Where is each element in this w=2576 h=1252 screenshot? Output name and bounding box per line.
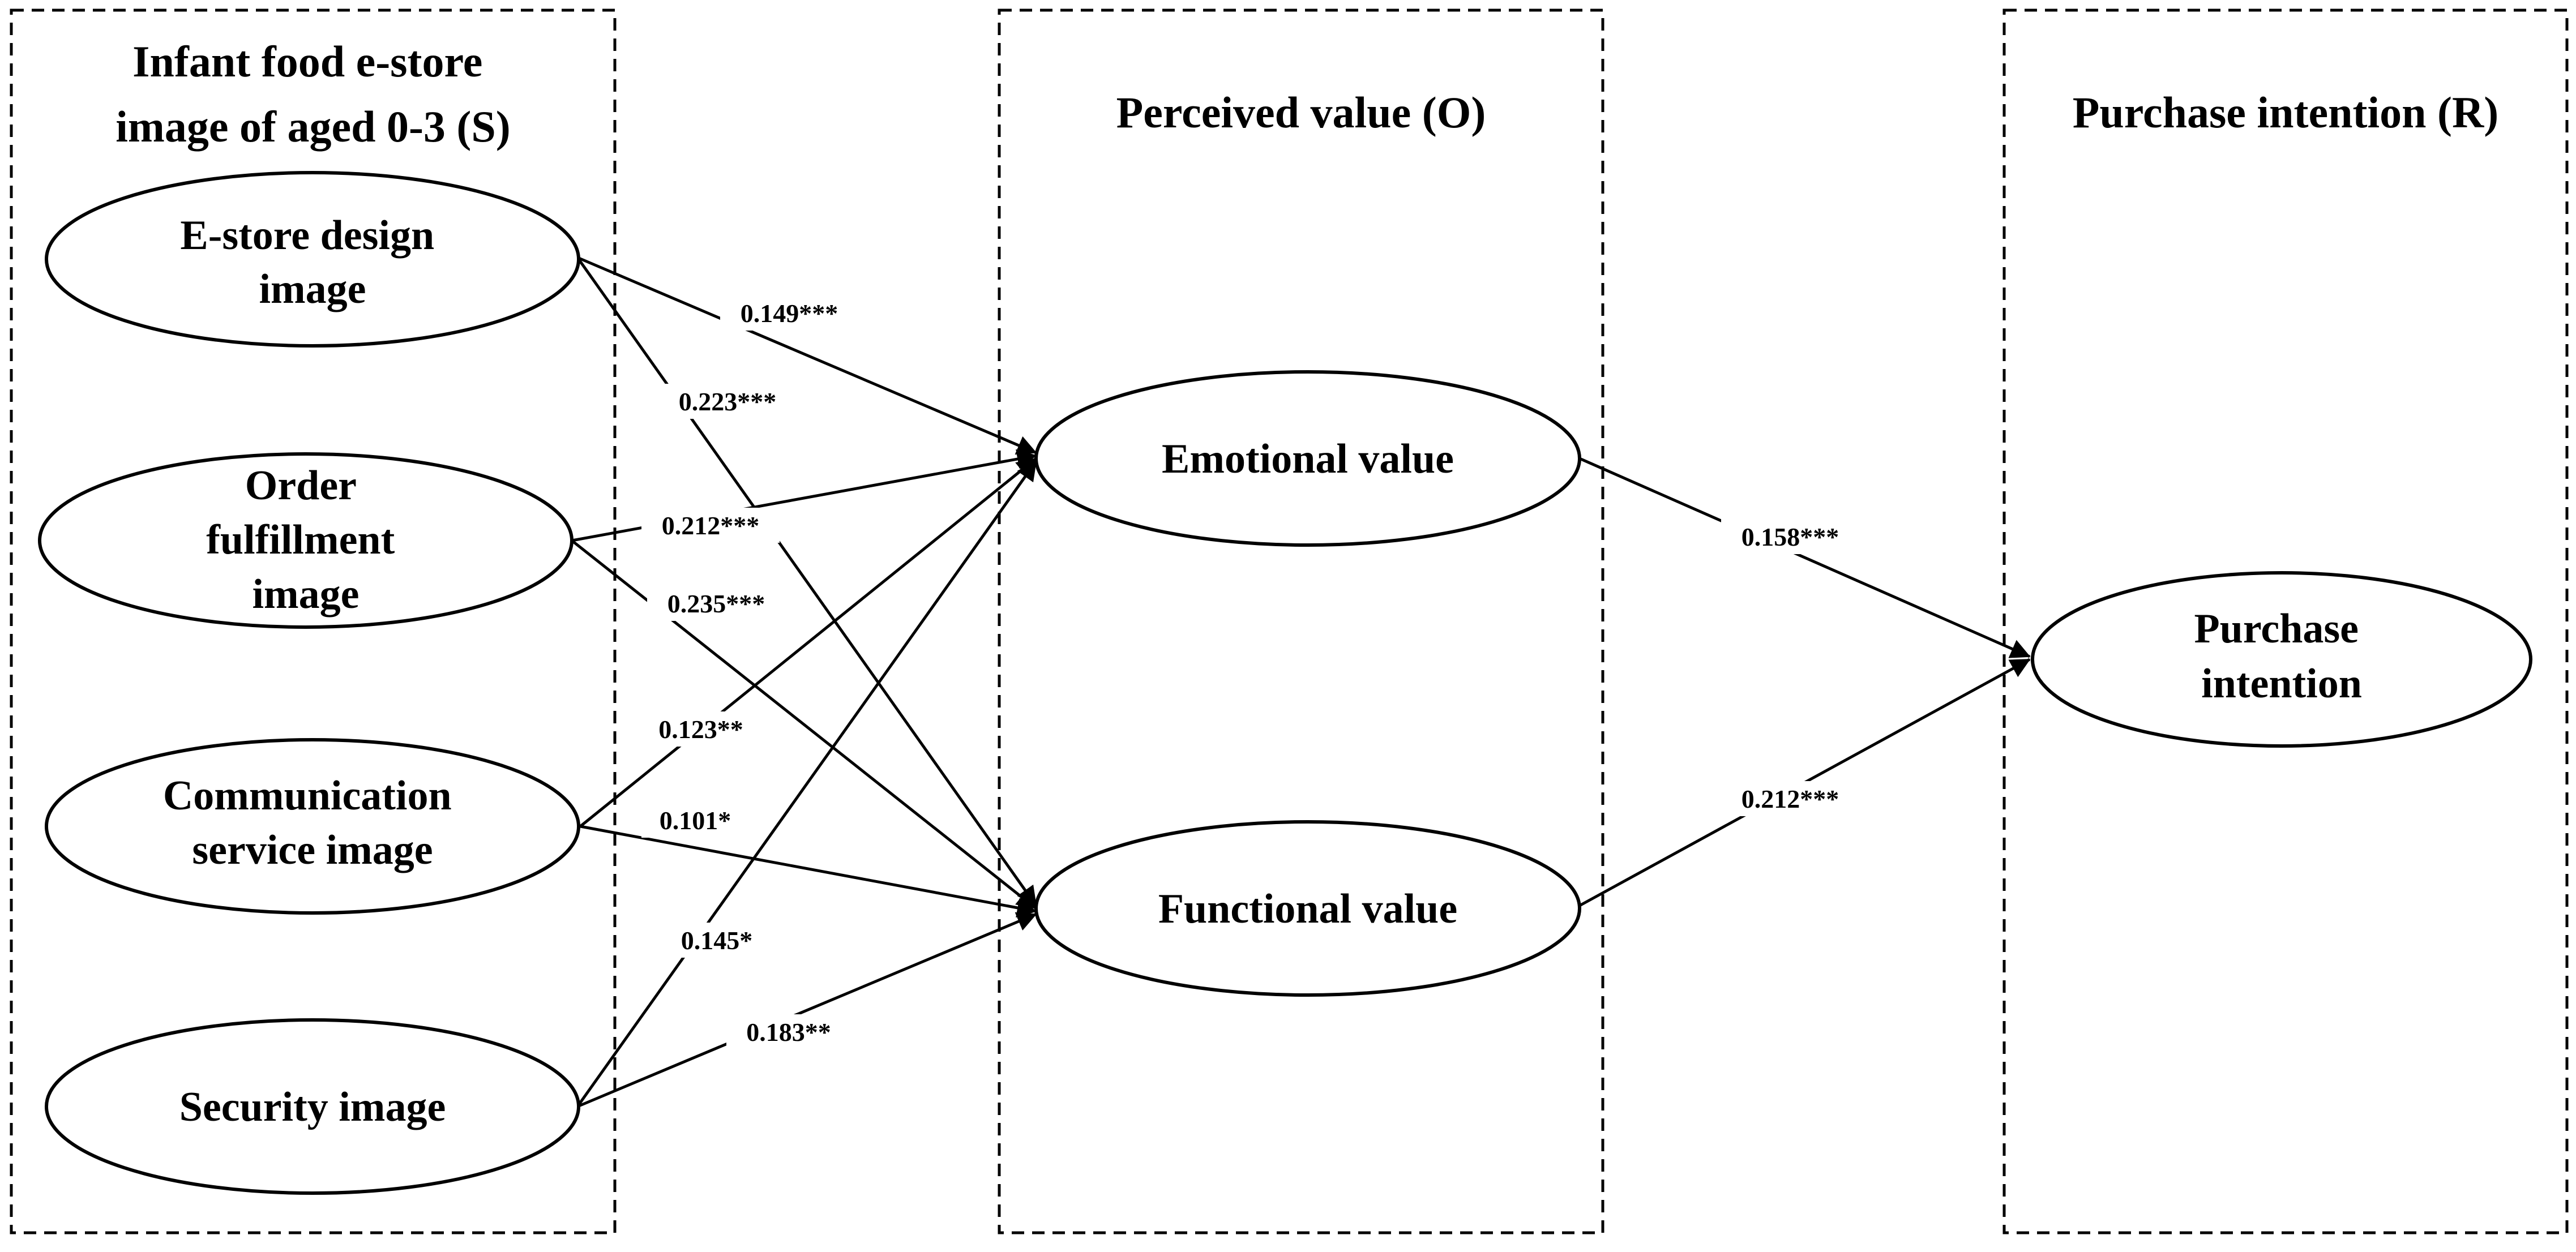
node-security-label: Security image xyxy=(179,1084,446,1130)
node-purchase-label-line-2: intention xyxy=(2201,661,2362,707)
coef-text-emotional-to-purchase: 0.158*** xyxy=(1741,522,1839,551)
coef-label-emotional-to-purchase: 0.158*** xyxy=(1721,519,1859,554)
node-functional-label: Functional value xyxy=(1158,886,1457,932)
node-fulfillment-label-line-3: image xyxy=(252,571,359,618)
path-communication-to-functional xyxy=(580,825,1037,918)
coef-text-security-to-emotional: 0.145* xyxy=(681,926,753,955)
path-security-to-emotional xyxy=(576,460,1038,1108)
group-title-stimulus-line-1: Infant food e-store xyxy=(132,37,482,86)
node-fulfillment-ellipse xyxy=(38,452,574,629)
path-design-to-functional xyxy=(576,256,1038,907)
node-functional-label-line-1: Functional value xyxy=(1158,886,1457,932)
node-communication: Communication service image xyxy=(45,738,580,915)
coef-text-communication-to-emotional: 0.123** xyxy=(658,715,743,744)
node-design-label: E-store design image xyxy=(180,212,444,312)
coef-text-fulfillment-to-emotional: 0.212*** xyxy=(662,511,760,540)
node-purchase-ellipse xyxy=(2031,571,2532,748)
node-purchase-label: Purchase intention xyxy=(2194,606,2369,707)
group-title-stimulus-line-2: image of aged 0-3 (S) xyxy=(115,102,511,151)
node-security-label-line-1: Security image xyxy=(179,1084,446,1130)
node-emotional-ellipse xyxy=(1034,370,1581,547)
node-emotional-label-line-1: Emotional value xyxy=(1162,436,1454,482)
node-design: E-store design image xyxy=(45,171,580,348)
node-design-ellipse xyxy=(45,171,580,348)
node-functional: Functional value xyxy=(1034,820,1581,997)
group-title-stimulus: Infant food e-store image of aged 0-3 (S… xyxy=(115,37,511,151)
node-communication-label: Communication service image xyxy=(163,773,462,873)
coef-label-security-to-emotional: 0.145* xyxy=(661,923,772,958)
node-communication-ellipse xyxy=(45,738,580,915)
node-purchase-label-line-1: Purchase xyxy=(2194,606,2359,652)
node-emotional-label: Emotional value xyxy=(1162,436,1454,482)
group-title-response-line-1: Purchase intention (R) xyxy=(2073,88,2499,137)
coef-text-design-to-emotional: 0.149*** xyxy=(741,299,838,328)
group-box-response xyxy=(2002,8,2569,1234)
node-design-label-line-2: image xyxy=(259,266,366,312)
node-design-label-line-1: E-store design xyxy=(180,212,434,259)
group-title-response: Purchase intention (R) xyxy=(2073,88,2499,137)
coef-label-functional-to-purchase: 0.212*** xyxy=(1721,781,1859,816)
node-security: Security image xyxy=(45,1018,580,1195)
group-title-organism-line-1: Perceived value (O) xyxy=(1116,88,1486,137)
node-fulfillment-label: Order fulfillment image xyxy=(206,462,405,618)
node-fulfillment: Order fulfillment image xyxy=(38,452,574,629)
node-purchase: Purchase intention xyxy=(2031,571,2532,748)
coef-label-communication-to-functional: 0.101* xyxy=(641,803,749,838)
node-fulfillment-label-line-1: Order xyxy=(245,462,356,509)
path-communication-to-emotional xyxy=(579,457,1037,827)
node-fulfillment-label-line-2: fulfillment xyxy=(206,517,395,563)
node-emotional: Emotional value xyxy=(1034,370,1581,547)
node-communication-label-line-2: service image xyxy=(192,827,433,873)
coef-label-design-to-emotional: 0.149*** xyxy=(720,295,858,331)
coef-label-fulfillment-to-emotional: 0.212*** xyxy=(641,508,780,543)
node-security-ellipse xyxy=(45,1018,580,1195)
group-box-organism xyxy=(998,8,1604,1234)
node-functional-ellipse xyxy=(1034,820,1581,997)
coef-text-fulfillment-to-functional: 0.235*** xyxy=(667,589,765,618)
group-title-organism: Perceived value (O) xyxy=(1116,88,1486,137)
path-security-to-functional xyxy=(577,912,1037,1108)
coef-label-communication-to-emotional: 0.123** xyxy=(639,711,763,747)
coef-text-functional-to-purchase: 0.212*** xyxy=(1741,784,1839,813)
path-design-to-emotional xyxy=(577,256,1037,455)
coef-label-security-to-functional: 0.183** xyxy=(726,1014,851,1049)
group-box-stimulus xyxy=(10,8,617,1234)
node-communication-label-line-1: Communication xyxy=(163,773,452,819)
coef-text-communication-to-functional: 0.101* xyxy=(660,806,731,835)
coef-text-security-to-functional: 0.183** xyxy=(746,1018,831,1047)
coef-label-fulfillment-to-functional: 0.235*** xyxy=(647,586,785,621)
coef-label-design-to-functional: 0.223*** xyxy=(658,384,797,419)
path-emotional-to-purchase xyxy=(1578,457,2031,658)
coef-text-design-to-functional: 0.223*** xyxy=(679,387,777,416)
